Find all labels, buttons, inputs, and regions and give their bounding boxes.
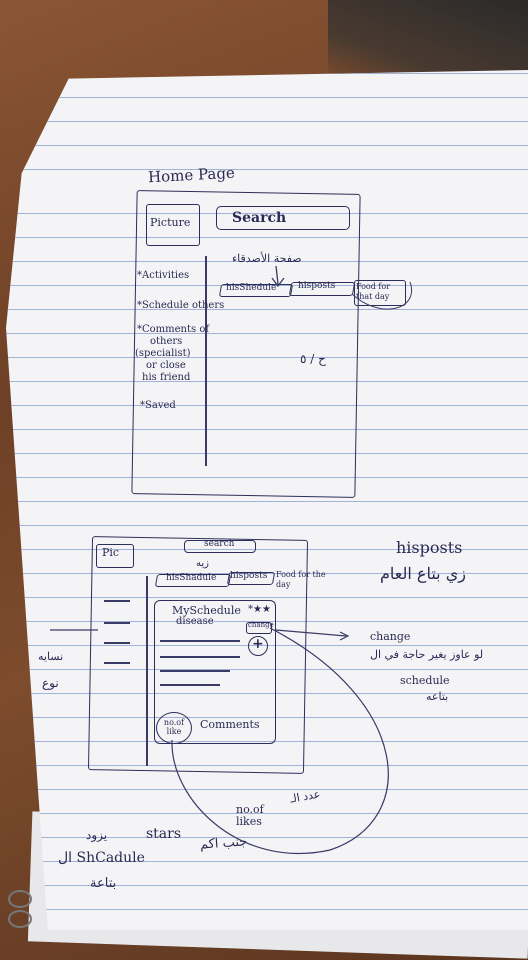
menu-stroke	[104, 662, 130, 664]
food-loop	[351, 281, 413, 310]
picture-label: Picture	[150, 216, 191, 229]
annot-hisposts-ar: زي بتاع العام	[380, 564, 466, 583]
search-box	[216, 206, 350, 230]
likes-loop	[171, 627, 389, 855]
menu-comments-3: (specialist)	[135, 348, 191, 359]
annot-hisposts: hisposts	[396, 538, 463, 557]
menu-comments-1: *Comments of	[137, 324, 210, 335]
menu-stroke	[104, 622, 130, 624]
menu-schedule-others: *Schedule others	[137, 300, 225, 311]
plus-button	[248, 636, 268, 656]
annot-schedule: schedule	[400, 674, 450, 687]
annot-schedule-ar: بتاعه	[426, 690, 449, 703]
menu-comments-4: or close	[146, 360, 186, 371]
friends-note: صفحة الأصدقاء	[232, 252, 302, 265]
card-stroke	[160, 670, 230, 672]
pic-box	[96, 544, 134, 568]
tab-food-label: Food for that day	[356, 282, 391, 301]
menu-comments-2: others	[150, 336, 183, 347]
change-label: change	[248, 621, 274, 629]
annot-bottom-3: بتاعة	[90, 876, 117, 891]
annot-change: change	[370, 630, 411, 643]
card-stars: *★★	[248, 604, 271, 615]
likes-label: no.of like	[163, 718, 185, 736]
annot-stars: stars	[146, 826, 182, 842]
card-disease: disease	[176, 616, 214, 627]
menu-stroke	[104, 600, 130, 602]
arrow-stroke	[275, 265, 279, 285]
change-arrow	[275, 629, 347, 637]
likes-circle	[156, 712, 192, 744]
sketch1-divider	[205, 256, 207, 466]
notebook-page	[6, 70, 528, 930]
dark-corner	[328, 0, 528, 80]
tab2-his-posts-label: hisposts	[230, 571, 268, 581]
spiral-ring	[8, 890, 32, 908]
tab-his-schedule-label: hisShedule	[226, 283, 277, 293]
annot-no-of-likes: no.of likes	[236, 803, 264, 828]
menu-activities: *Activities	[137, 270, 190, 281]
tab-his-posts-label: hisposts	[298, 281, 336, 291]
search-label-2: search	[204, 539, 235, 549]
tab-food	[354, 280, 406, 306]
annot-left-1: نسايه	[38, 650, 64, 663]
annot-bottom-2: يزود	[86, 828, 108, 842]
change-arrowhead	[339, 631, 350, 641]
annot-schedule-bottom: ال ShCadule	[58, 850, 145, 866]
card-stroke	[160, 684, 220, 686]
tab2-food-label: Food for the day	[276, 570, 326, 589]
picture-box	[146, 204, 200, 246]
mid-note: ح / ٥	[300, 352, 326, 366]
arrow-head	[271, 277, 285, 288]
card-stroke	[160, 656, 240, 658]
tab2-his-schedule-label: hisShadule	[166, 573, 217, 583]
card-title: MySchedule	[172, 604, 241, 617]
menu-saved: *Saved	[140, 400, 176, 411]
card-stroke	[160, 640, 240, 642]
menu-stroke	[104, 642, 130, 644]
change-button	[246, 622, 272, 634]
plus-label: +	[252, 636, 264, 652]
schedule-card	[154, 600, 276, 744]
sketch2-divider	[146, 576, 148, 766]
annot-left-2: نوع	[42, 676, 59, 690]
annot-change-ar: لو عاوز يغير حاجة في ال	[370, 648, 484, 661]
search-box-2	[184, 540, 256, 553]
spiral-ring	[8, 910, 32, 928]
comments-label: Comments	[200, 718, 260, 731]
menu-comments-5: his friend	[142, 372, 191, 383]
zeeh-note: زيه	[196, 558, 209, 569]
search-label: Search	[232, 210, 287, 226]
pic-label: Pic	[102, 546, 120, 559]
